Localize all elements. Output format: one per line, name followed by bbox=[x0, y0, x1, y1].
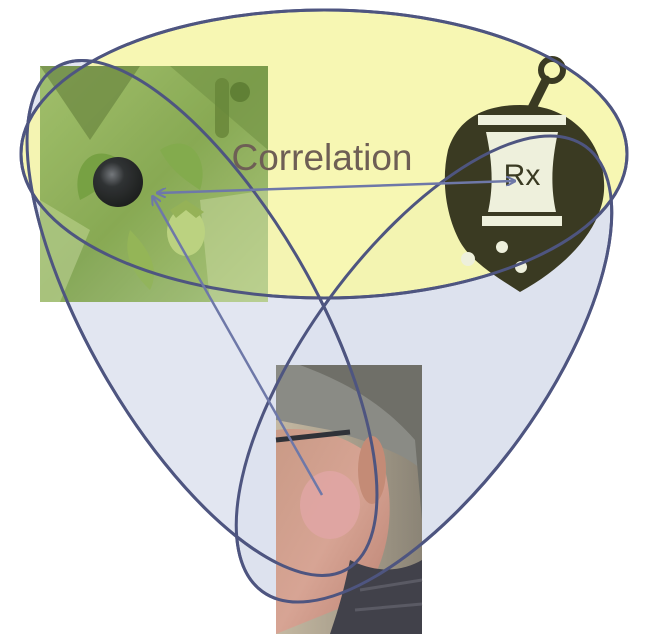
berry bbox=[93, 157, 143, 207]
correlation-label: Correlation bbox=[232, 137, 413, 178]
rx-symbol: Rx bbox=[504, 159, 541, 192]
belladonna-plant-image bbox=[40, 66, 268, 302]
patient-face-image bbox=[276, 365, 422, 634]
